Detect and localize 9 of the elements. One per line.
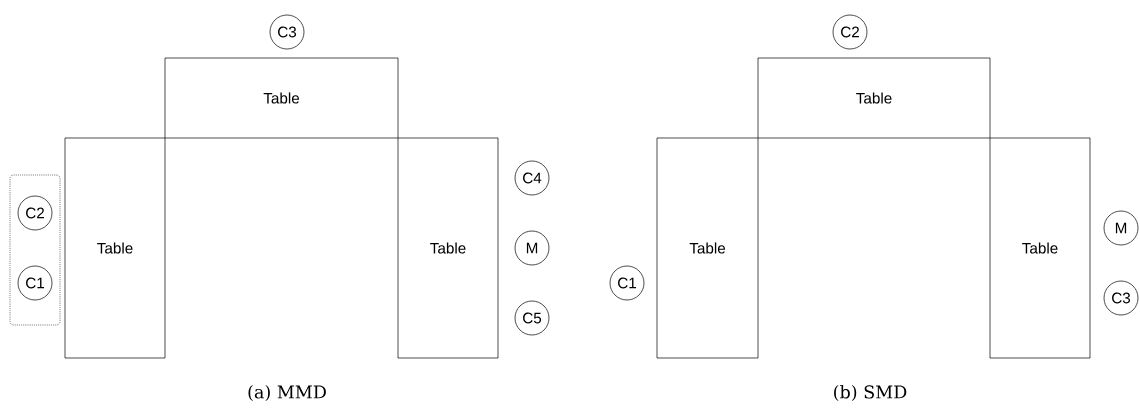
- table-box: Table: [757, 57, 991, 139]
- group-box: [9, 174, 61, 326]
- table-box: Table: [397, 137, 499, 359]
- subfigure-caption: (b) SMD: [834, 384, 907, 402]
- table-box: Table: [64, 137, 166, 359]
- table-box: Table: [164, 57, 399, 139]
- table-box: Table: [656, 137, 759, 359]
- subfigure-caption: (a) MMD: [248, 384, 326, 402]
- table-box: Table: [989, 137, 1091, 359]
